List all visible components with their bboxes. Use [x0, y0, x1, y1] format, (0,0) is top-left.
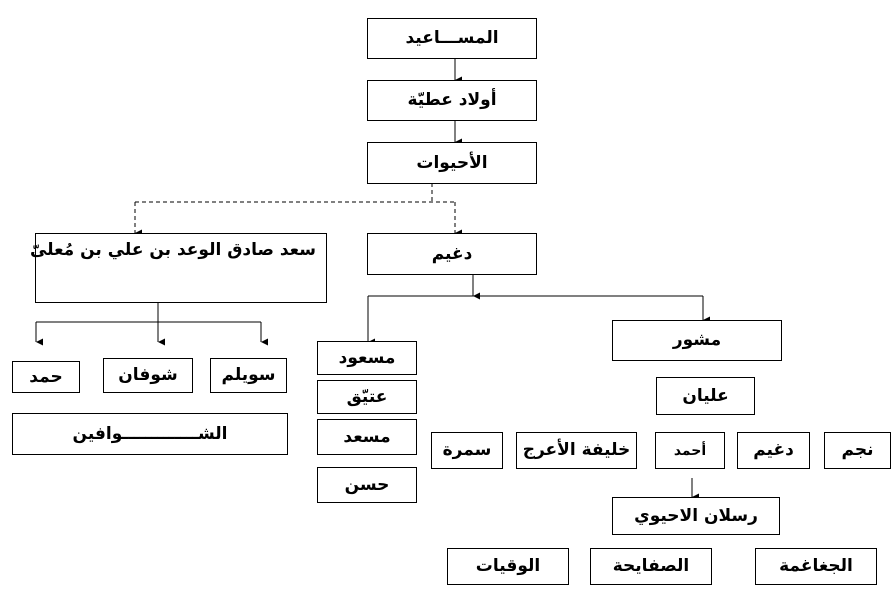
node-suwaylim: سويلم — [210, 358, 287, 393]
node-awlad-atiya: أولاد عطيّة — [367, 80, 537, 121]
node-hasan: حسن — [317, 467, 417, 503]
link-ahaywat-branches — [134, 183, 462, 237]
node-mashwar: مشور — [612, 320, 782, 361]
node-samra: سمرة — [431, 432, 503, 469]
node-shawfan: شوفان — [103, 358, 193, 393]
node-waqiyat: الوقيات — [447, 548, 569, 585]
node-sa-ad-sadiq: سعد صادق الوعد بن علي بن مُعلىّ — [30, 233, 327, 303]
node-shawafin: الشـــــــــــــوافين — [12, 413, 288, 455]
node-mis-ad: مسعد — [317, 419, 417, 455]
link-sa-ad-sons — [35, 302, 268, 346]
node-safayha: الصفايحة — [590, 548, 712, 585]
node-najm: نجم — [824, 432, 891, 469]
link-dughaym-sons — [367, 274, 710, 346]
node-mas-ud: مسعود — [317, 341, 417, 375]
node-khalifa: خليفة الأعرج — [516, 432, 637, 469]
node-ahmad: أحمد — [655, 432, 725, 469]
node-ahaywat: الأحيوات — [367, 142, 537, 184]
node-jaghaghma: الجغاغمة — [755, 548, 877, 585]
node-atiq: عتيّق — [317, 380, 417, 414]
node-dughaym: دغيم — [367, 233, 537, 275]
node-masaid: المســـاعيد — [367, 18, 537, 59]
node-dughaym-2: دغيم — [737, 432, 810, 469]
node-ruslan: رسلان الاحيوي — [612, 497, 780, 535]
node-ilyan: عليان — [656, 377, 755, 415]
node-hamad: حمد — [12, 361, 80, 393]
